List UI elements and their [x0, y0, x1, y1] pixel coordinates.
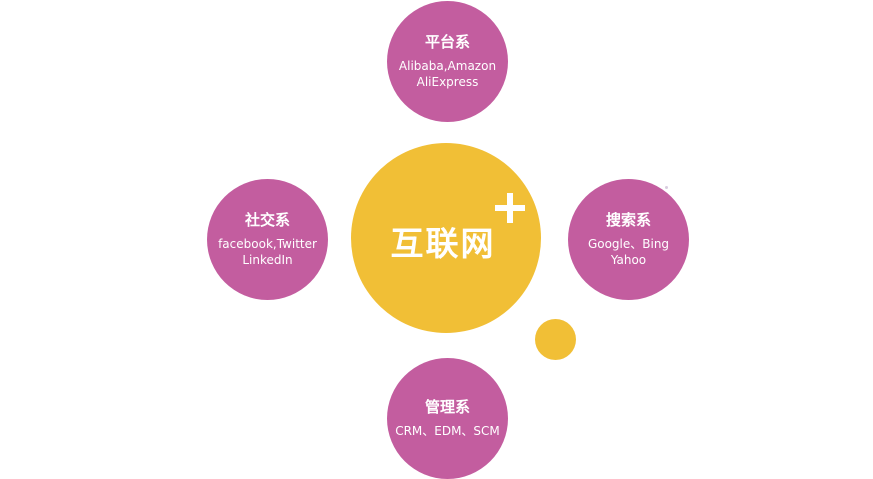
satellite-title: 平台系 [424, 33, 470, 51]
satellite-line: LinkedIn [242, 253, 293, 267]
satellite-title: 搜索系 [605, 211, 651, 229]
satellite-title: 社交系 [244, 211, 290, 229]
small-accent-dot [535, 319, 576, 360]
satellite-line: Yahoo [610, 253, 647, 267]
satellite-management: 管理系 CRM、EDM、SCM [387, 358, 508, 479]
satellite-title: 管理系 [424, 398, 470, 416]
satellite-line: facebook,Twitter [218, 237, 317, 251]
plus-bar-vertical [507, 193, 513, 223]
satellite-social: 社交系 facebook,Twitter LinkedIn [207, 179, 328, 300]
center-title: 互联网 [390, 224, 496, 263]
satellite-line: Google、Bing [587, 237, 670, 251]
satellite-search: 搜索系 Google、Bing Yahoo [568, 179, 689, 300]
plus-icon [495, 193, 525, 223]
satellite-line: CRM、EDM、SCM [395, 424, 500, 438]
satellite-line: Alibaba,Amazon [398, 59, 497, 73]
center-circle: 互联网 [351, 143, 541, 333]
decorative-dot [665, 186, 668, 189]
satellite-line: AliExpress [416, 75, 479, 89]
satellite-platform: 平台系 Alibaba,Amazon AliExpress [387, 1, 508, 122]
